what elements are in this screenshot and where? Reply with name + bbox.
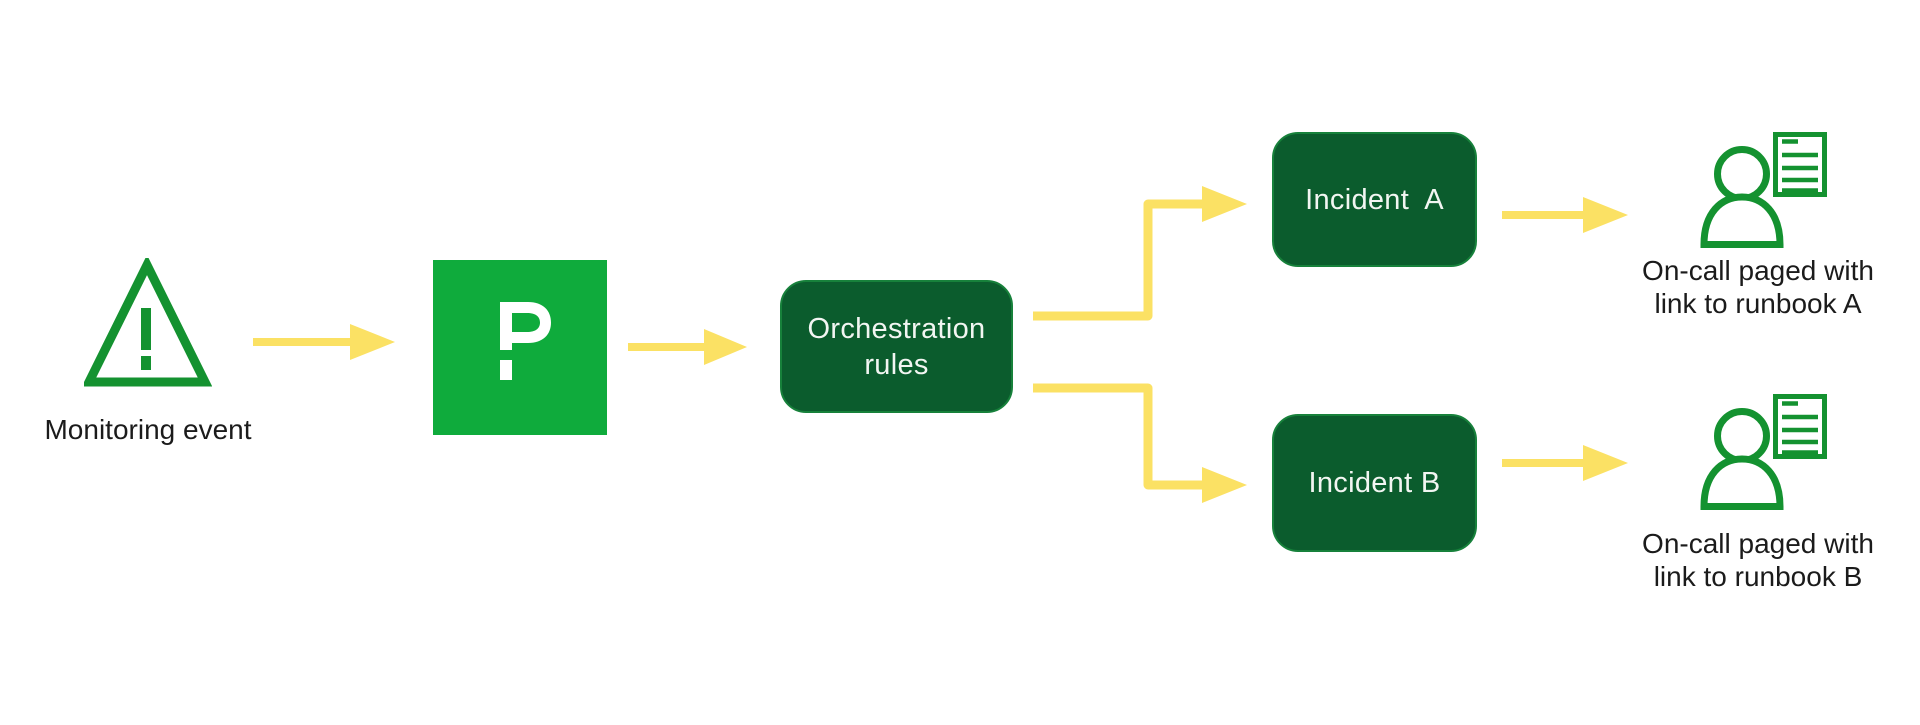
incident-a-label: Incident A	[1305, 183, 1444, 216]
orchestration-rules-label: Orchestration rules	[807, 312, 986, 381]
incident-a-box: Incident A	[1272, 132, 1477, 267]
arrow-orchestration-to-incident-b	[1033, 383, 1247, 503]
arrow-pagerduty-to-orchestration	[628, 329, 747, 365]
incident-b-label: Incident B	[1308, 467, 1441, 499]
oncall-b-caption: On-call paged with link to runbook B	[1642, 528, 1874, 592]
oncall-a-caption: On-call paged with link to runbook A	[1642, 255, 1874, 319]
pagerduty-logo-icon	[433, 260, 607, 435]
warning-triangle-icon	[84, 258, 212, 387]
person-with-runbook-icon-a	[1700, 132, 1827, 248]
arrow-incident-b-to-oncall-b	[1502, 445, 1628, 481]
person-with-runbook-icon-b	[1700, 394, 1827, 510]
incident-b-box: Incident B	[1272, 414, 1477, 552]
arrow-orchestration-to-incident-a	[1033, 186, 1247, 321]
monitoring-event-label: Monitoring event	[44, 414, 252, 445]
orchestration-rules-box: Orchestration rules	[780, 280, 1013, 413]
pagerduty-p-glyph	[500, 302, 551, 380]
arrow-monitoring-to-pagerduty	[253, 324, 395, 360]
arrow-incident-a-to-oncall-a	[1502, 197, 1628, 233]
